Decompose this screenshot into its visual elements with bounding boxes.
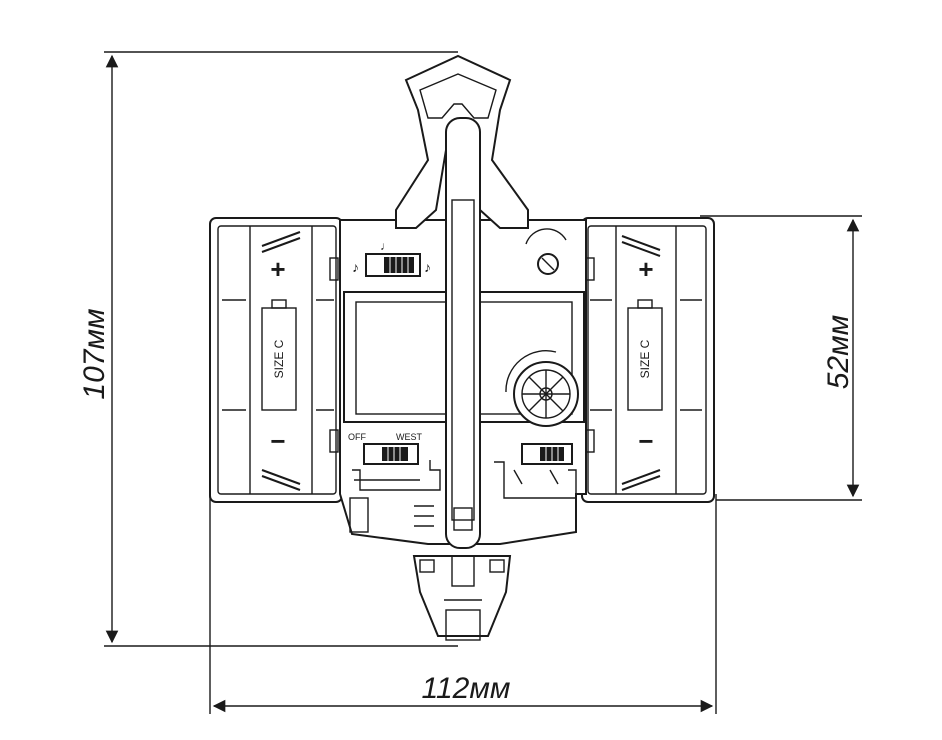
depth-dimension: 52мм <box>700 215 862 501</box>
battery-left-minus: − <box>270 426 285 456</box>
width-dimension: 112мм <box>209 494 717 714</box>
switch-icon-top: ♩ <box>380 239 392 253</box>
battery-right-plus: + <box>638 254 653 284</box>
band-slide-switch[interactable] <box>363 443 419 465</box>
battery-right-minus: − <box>638 426 653 456</box>
battery-compartment-right: + − SIZE C <box>581 217 715 503</box>
switch-label-west: WEST <box>396 432 423 442</box>
depth-label: 52мм <box>822 315 855 390</box>
tuning-wheel[interactable] <box>505 350 579 427</box>
switch-icon-right: ♪ <box>424 259 431 275</box>
right-slide-switch[interactable] <box>521 443 573 465</box>
height-dimension: 107мм <box>78 51 458 647</box>
clip-spine <box>445 117 481 549</box>
width-label: 112мм <box>422 672 511 705</box>
clip-handle <box>395 54 529 641</box>
battery-left-plus: + <box>270 254 285 284</box>
battery-right-size-label: SIZE C <box>638 339 652 378</box>
top-left-slide-switch[interactable] <box>365 253 421 277</box>
battery-compartment-left: + − SIZE C <box>209 217 343 503</box>
small-adjust-knob[interactable] <box>525 228 567 275</box>
switch-icon-left: ♪ <box>352 259 359 275</box>
battery-left-size-label: SIZE C <box>272 339 286 378</box>
switch-label-off: OFF <box>348 432 366 442</box>
height-label: 107мм <box>78 308 111 399</box>
